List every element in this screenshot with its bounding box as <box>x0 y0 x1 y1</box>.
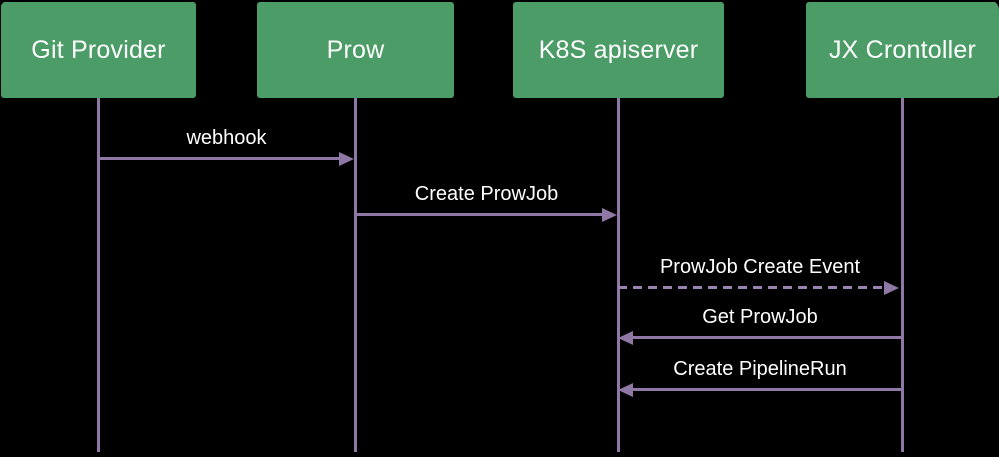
actor-box-k8s-apiserver: K8S apiserver <box>513 2 724 98</box>
message-label-create-prowjob: Create ProwJob <box>414 182 559 205</box>
message-line-create-prowjob <box>355 213 605 216</box>
message-label-prowjob-create-event: ProwJob Create Event <box>659 255 861 278</box>
actor-label-prow: Prow <box>326 35 385 64</box>
actor-box-jx-crontoller: JX Crontoller <box>806 2 999 98</box>
lifeline-k8s-apiserver <box>617 98 620 452</box>
message-label-create-pipelinerun: Create PipelineRun <box>673 357 847 380</box>
lifeline-git-provider <box>97 98 100 452</box>
arrowhead-right-icon <box>339 152 354 166</box>
message-label-get-prowjob: Get ProwJob <box>702 305 818 328</box>
arrowhead-left-icon <box>618 383 633 397</box>
message-line-get-prowjob <box>631 336 901 339</box>
actor-label-jx-crontoller: JX Crontoller <box>828 35 977 64</box>
message-line-create-pipelinerun <box>631 388 901 391</box>
message-label-webhook: webhook <box>186 126 267 149</box>
message-line-webhook <box>98 157 345 160</box>
lifeline-jx-crontoller <box>901 98 904 452</box>
arrowhead-right-icon <box>602 208 617 222</box>
arrowhead-left-icon <box>618 331 633 345</box>
arrowhead-right-icon <box>884 281 899 295</box>
lifeline-prow <box>354 98 357 452</box>
message-line-prowjob-create-event <box>618 286 888 289</box>
actor-box-prow: Prow <box>257 2 454 98</box>
actor-label-git-provider: Git Provider <box>31 35 166 64</box>
actor-box-git-provider: Git Provider <box>1 2 196 98</box>
actor-label-k8s-apiserver: K8S apiserver <box>538 35 699 64</box>
